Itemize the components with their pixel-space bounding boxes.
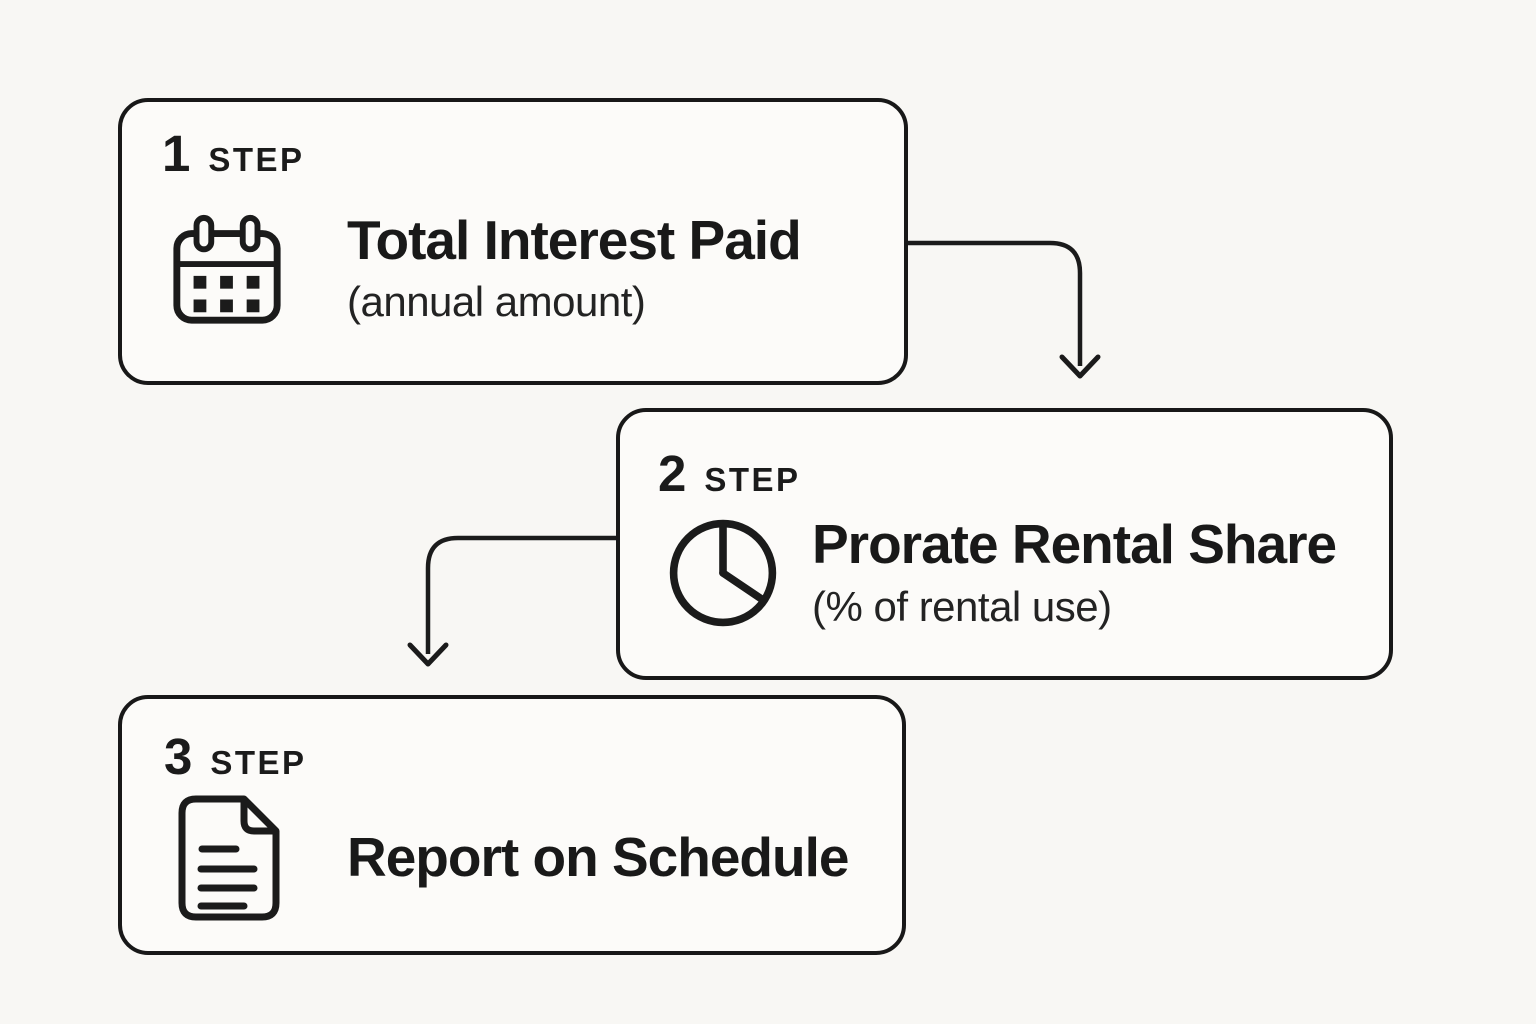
- arrow-down-icon: [407, 642, 449, 667]
- arrow-step1-to-step2: [908, 240, 1101, 379]
- arrow-down-icon: [1059, 354, 1101, 379]
- step-title: Report on Schedule: [347, 826, 849, 889]
- step-number: 2: [658, 445, 687, 502]
- step-subtitle: (% of rental use): [812, 582, 1112, 630]
- step-title: Total Interest Paid: [347, 208, 802, 271]
- step-2-body: Prorate Rental Share (% of rental use): [666, 513, 1337, 631]
- step-3-text: Report on Schedule: [347, 826, 849, 889]
- step-1-body: Total Interest Paid (annual amount): [168, 208, 802, 328]
- step-1-text: Total Interest Paid (annual amount): [347, 208, 802, 327]
- step-title: Prorate Rental Share: [812, 513, 1337, 575]
- pie-chart-icon: [666, 516, 780, 630]
- step-2-header: 2 STEP: [658, 448, 801, 499]
- arrow-step2-to-step3: [407, 535, 616, 667]
- step-label: STEP: [210, 744, 307, 781]
- step-3-body: Report on Schedule: [174, 793, 849, 923]
- step-1-header: 1 STEP: [162, 128, 305, 179]
- document-icon: [174, 793, 284, 923]
- step-subtitle: (annual amount): [347, 278, 646, 326]
- step-2-text: Prorate Rental Share (% of rental use): [812, 513, 1337, 631]
- step-number: 3: [164, 728, 193, 785]
- step-label: STEP: [208, 141, 305, 178]
- step-1-card: 1 STEP Total Interest Paid: [118, 98, 908, 385]
- calendar-icon: [168, 210, 286, 328]
- step-3-header: 3 STEP: [164, 731, 307, 782]
- step-number: 1: [162, 125, 191, 182]
- step-3-card: 3 STEP Report on Schedule: [118, 695, 906, 955]
- step-2-card: 2 STEP Prorate Rental Share (% of rental…: [616, 408, 1393, 680]
- step-label: STEP: [704, 461, 801, 498]
